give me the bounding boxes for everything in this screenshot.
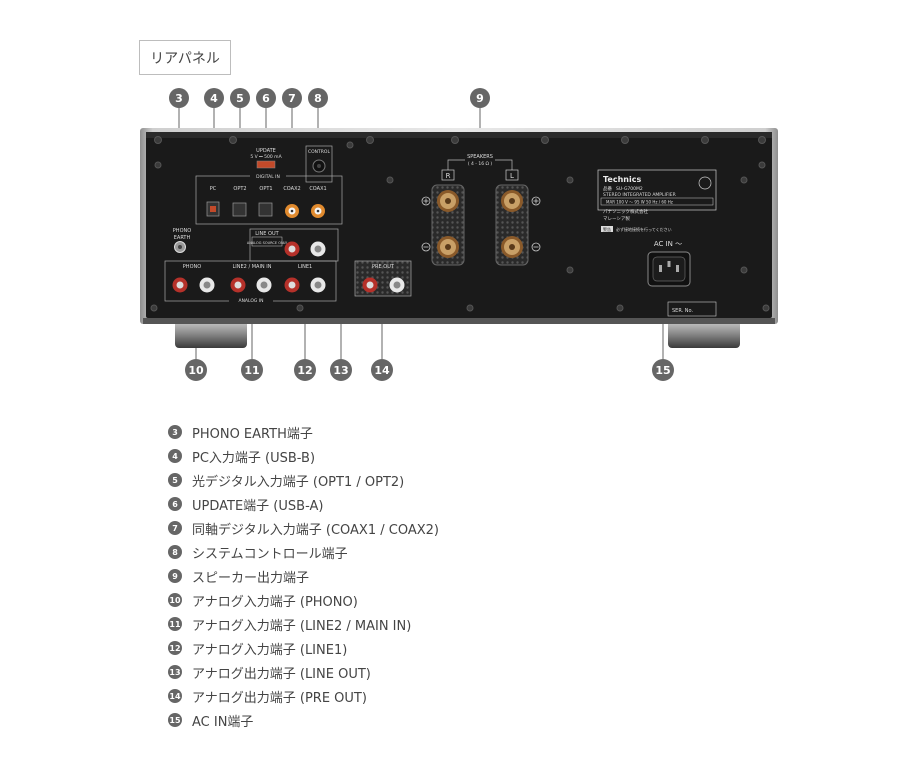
svg-text:LINE1: LINE1 xyxy=(298,264,312,270)
legend-text: PHONO EARTH端子 xyxy=(192,426,313,442)
legend-item: 11 アナログ入力端子 (LINE2 / MAIN IN) xyxy=(168,612,439,636)
line-out-note: ANALOG SOURCE ONLY xyxy=(247,241,288,245)
callout-14: 14 xyxy=(371,359,393,381)
legend-item: 3 PHONO EARTH端子 xyxy=(168,420,439,444)
ac-in-label: AC IN 〜 xyxy=(654,240,682,248)
legend-text: アナログ入力端子 (LINE2 / MAIN IN) xyxy=(192,618,412,634)
speakers-impedance: ( 4 - 16 Ω ) xyxy=(468,161,493,167)
legend-text: スピーカー出力端子 xyxy=(192,570,310,586)
svg-text:OPT1: OPT1 xyxy=(259,186,272,192)
legend-text: アナログ入力端子 (LINE1) xyxy=(192,642,348,658)
legend-item: 14 アナログ出力端子 (PRE OUT) xyxy=(168,684,439,708)
legend-number: 10 xyxy=(168,593,182,607)
legend-item: 8 システムコントロール端子 xyxy=(168,540,439,564)
legend-number: 8 xyxy=(168,545,182,559)
svg-text:COAX1: COAX1 xyxy=(309,186,326,192)
legend-item: 13 アナログ出力端子 (LINE OUT) xyxy=(168,660,439,684)
rear-panel-illustration: UPDATE 5 V ⎓ 500 mA CONTROL DIGITAL IN P… xyxy=(140,108,778,359)
legend-text: アナログ出力端子 (PRE OUT) xyxy=(192,690,367,706)
svg-text:PHONO: PHONO xyxy=(183,264,201,270)
pre-out-label: PRE OUT xyxy=(372,264,395,270)
legend-item: 12 アナログ入力端子 (LINE1) xyxy=(168,636,439,660)
legend-item: 9 スピーカー出力端子 xyxy=(168,564,439,588)
legend-number: 7 xyxy=(168,521,182,535)
update-label: UPDATE xyxy=(256,148,276,154)
legend-number: 15 xyxy=(168,713,182,727)
update-port xyxy=(256,160,276,169)
callout-11: 11 xyxy=(241,359,263,381)
legend-item: 15 AC IN端子 xyxy=(168,708,439,732)
legend-item: 5 光デジタル入力端子 (OPT1 / OPT2) xyxy=(168,468,439,492)
line-out-label: LINE OUT xyxy=(255,231,279,237)
callout-13: 13 xyxy=(330,359,352,381)
legend-item: 4 PC入力端子 (USB-B) xyxy=(168,444,439,468)
legend-text: 同軸デジタル入力端子 (COAX1 / COAX2) xyxy=(192,522,439,538)
legend-item: 10 アナログ入力端子 (PHONO) xyxy=(168,588,439,612)
callout-7: 7 xyxy=(282,88,302,108)
callout-15: 15 xyxy=(652,359,674,381)
power-spec: MAR 100 V 〜 95 W 50 Hz / 60 Hz xyxy=(606,200,673,205)
svg-text:COAX2: COAX2 xyxy=(283,186,300,192)
svg-text:EARTH: EARTH xyxy=(174,235,191,241)
company: パナソニック株式会社 xyxy=(603,208,648,215)
callout-6: 6 xyxy=(256,88,276,108)
serial-label: SER. No. xyxy=(672,308,694,314)
model-number: SU-G700M2 xyxy=(616,186,643,192)
legend-number: 11 xyxy=(168,617,182,631)
legend-text: UPDATE端子 (USB-A) xyxy=(192,498,324,514)
callout-10: 10 xyxy=(185,359,207,381)
origin: マレーシア製 xyxy=(603,215,630,222)
legend-item: 6 UPDATE端子 (USB-A) xyxy=(168,492,439,516)
callout-4: 4 xyxy=(204,88,224,108)
update-rating: 5 V ⎓ 500 mA xyxy=(250,154,282,160)
speakers-label: SPEAKERS xyxy=(467,154,493,160)
legend-text: システムコントロール端子 xyxy=(192,546,348,562)
brand-logo: Technics xyxy=(603,175,641,184)
legend-number: 6 xyxy=(168,497,182,511)
opt1-port xyxy=(258,202,273,217)
control-label: CONTROL xyxy=(308,149,330,155)
product-type: STEREO INTEGRATED AMPLIFIER xyxy=(603,192,676,198)
phono-earth-label: PHONO xyxy=(173,228,191,234)
callout-12: 12 xyxy=(294,359,316,381)
legend-number: 14 xyxy=(168,689,182,703)
legend-list: 3 PHONO EARTH端子 4 PC入力端子 (USB-B) 5 光デジタル入力端… xyxy=(168,420,439,732)
certification-mark xyxy=(698,176,712,190)
spk-l-label: L xyxy=(510,172,514,180)
opt2-port xyxy=(232,202,247,217)
legend-number: 13 xyxy=(168,665,182,679)
legend-number: 3 xyxy=(168,425,182,439)
callout-8: 8 xyxy=(308,88,328,108)
legend-number: 5 xyxy=(168,473,182,487)
callout-9: 9 xyxy=(470,88,490,108)
analog-in-label: ANALOG IN xyxy=(238,298,263,304)
legend-number: 12 xyxy=(168,641,182,655)
svg-text:OPT2: OPT2 xyxy=(233,186,246,192)
digital-in-label: DIGITAL IN xyxy=(256,174,280,180)
legend-number: 9 xyxy=(168,569,182,583)
svg-text:品番: 品番 xyxy=(603,185,612,192)
svg-text:PC: PC xyxy=(210,186,217,192)
warning-text: 必ず接地接続を行ってください xyxy=(616,226,672,232)
spk-r-label: R xyxy=(446,172,451,180)
callout-3: 3 xyxy=(169,88,189,108)
speaker-terminals xyxy=(437,190,523,258)
legend-text: PC入力端子 (USB-B) xyxy=(192,450,316,466)
svg-text:LINE2 / MAIN IN: LINE2 / MAIN IN xyxy=(233,264,272,270)
legend-text: AC IN端子 xyxy=(192,714,254,730)
legend-text: アナログ入力端子 (PHONO) xyxy=(192,594,358,610)
legend-number: 4 xyxy=(168,449,182,463)
callout-5: 5 xyxy=(230,88,250,108)
svg-text:警告: 警告 xyxy=(603,226,611,232)
legend-text: アナログ出力端子 (LINE OUT) xyxy=(192,666,371,682)
section-title: リアパネル xyxy=(139,40,231,75)
legend-text: 光デジタル入力端子 (OPT1 / OPT2) xyxy=(192,474,405,490)
analog-in-jacks xyxy=(172,277,326,293)
legend-item: 7 同軸デジタル入力端子 (COAX1 / COAX2) xyxy=(168,516,439,540)
